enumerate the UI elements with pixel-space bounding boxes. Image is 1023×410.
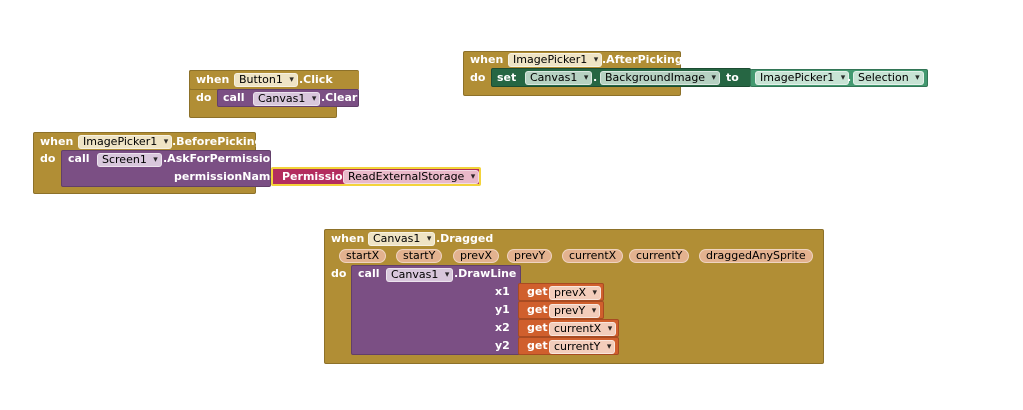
clear-method-label: .Clear [321, 91, 358, 104]
when-label: when [331, 232, 365, 245]
call-label: call [223, 91, 245, 104]
get-label: get [527, 285, 548, 298]
param-prevy[interactable]: prevY [507, 249, 553, 263]
drawline-method-label: .DrawLine [454, 267, 517, 280]
canvas1-component-dropdown[interactable]: Canvas1 [368, 232, 436, 246]
set-label: set [497, 71, 517, 84]
do-label: do [40, 152, 56, 165]
y1-arg-label: y1 [495, 303, 510, 316]
beforepicking-event-label: .BeforePicking [172, 135, 263, 148]
do-label: do [196, 91, 212, 104]
param-currenty[interactable]: currentY [629, 249, 690, 263]
get-label: get [527, 303, 548, 316]
param-starty[interactable]: startY [396, 249, 443, 263]
prevx-variable-dropdown[interactable]: prevX [549, 286, 602, 300]
canvas1-component-dropdown[interactable]: Canvas1 [525, 71, 593, 85]
get-label: get [527, 339, 548, 352]
button1-component-dropdown[interactable]: Button1 [234, 73, 298, 87]
canvas1-component-dropdown[interactable]: Canvas1 [253, 92, 321, 106]
param-draggedanysprite[interactable]: draggedAnySprite [699, 249, 813, 263]
imagepicker1-component-dropdown[interactable]: ImagePicker1 [508, 53, 603, 67]
when-label: when [40, 135, 74, 148]
x2-arg-label: x2 [495, 321, 510, 334]
imagepicker1-component-dropdown[interactable]: ImagePicker1 [78, 135, 173, 149]
y2-arg-label: y2 [495, 339, 510, 352]
canvas1-component-dropdown[interactable]: Canvas1 [386, 268, 454, 282]
dot-separator: . [593, 71, 598, 84]
when-label: when [470, 53, 504, 66]
dot-separator: . [847, 71, 852, 84]
x1-arg-label: x1 [495, 285, 510, 298]
call-label: call [68, 152, 90, 165]
afterpicking-event-label: .AfterPicking [602, 53, 683, 66]
when-label: when [196, 73, 230, 86]
askforpermission-call-block[interactable] [61, 150, 271, 187]
imagepicker1-component-dropdown[interactable]: ImagePicker1 [755, 71, 850, 85]
do-label: do [470, 71, 486, 84]
currentx-variable-dropdown[interactable]: currentX [549, 322, 617, 336]
screen1-component-dropdown[interactable]: Screen1 [97, 153, 162, 167]
click-event-label: .Click [299, 73, 333, 86]
askforpermission-method-label: .AskForPermission [163, 152, 279, 165]
call-label: call [358, 267, 380, 280]
prevy-variable-dropdown[interactable]: prevY [549, 304, 601, 318]
permissionname-arg-label: permissionName [174, 170, 278, 183]
to-label: to [726, 71, 739, 84]
param-prevx[interactable]: prevX [453, 249, 500, 263]
backgroundimage-property-dropdown[interactable]: BackgroundImage [600, 71, 721, 85]
dragged-event-label: .Dragged [436, 232, 494, 245]
param-startx[interactable]: startX [339, 249, 387, 263]
selection-property-dropdown[interactable]: Selection [853, 71, 924, 85]
readexternalstorage-dropdown[interactable]: ReadExternalStorage [343, 170, 480, 184]
do-label: do [331, 267, 347, 280]
param-currentx[interactable]: currentX [562, 249, 624, 263]
get-label: get [527, 321, 548, 334]
currenty-variable-dropdown[interactable]: currentY [549, 340, 616, 354]
permission-label: Permission [282, 170, 351, 183]
